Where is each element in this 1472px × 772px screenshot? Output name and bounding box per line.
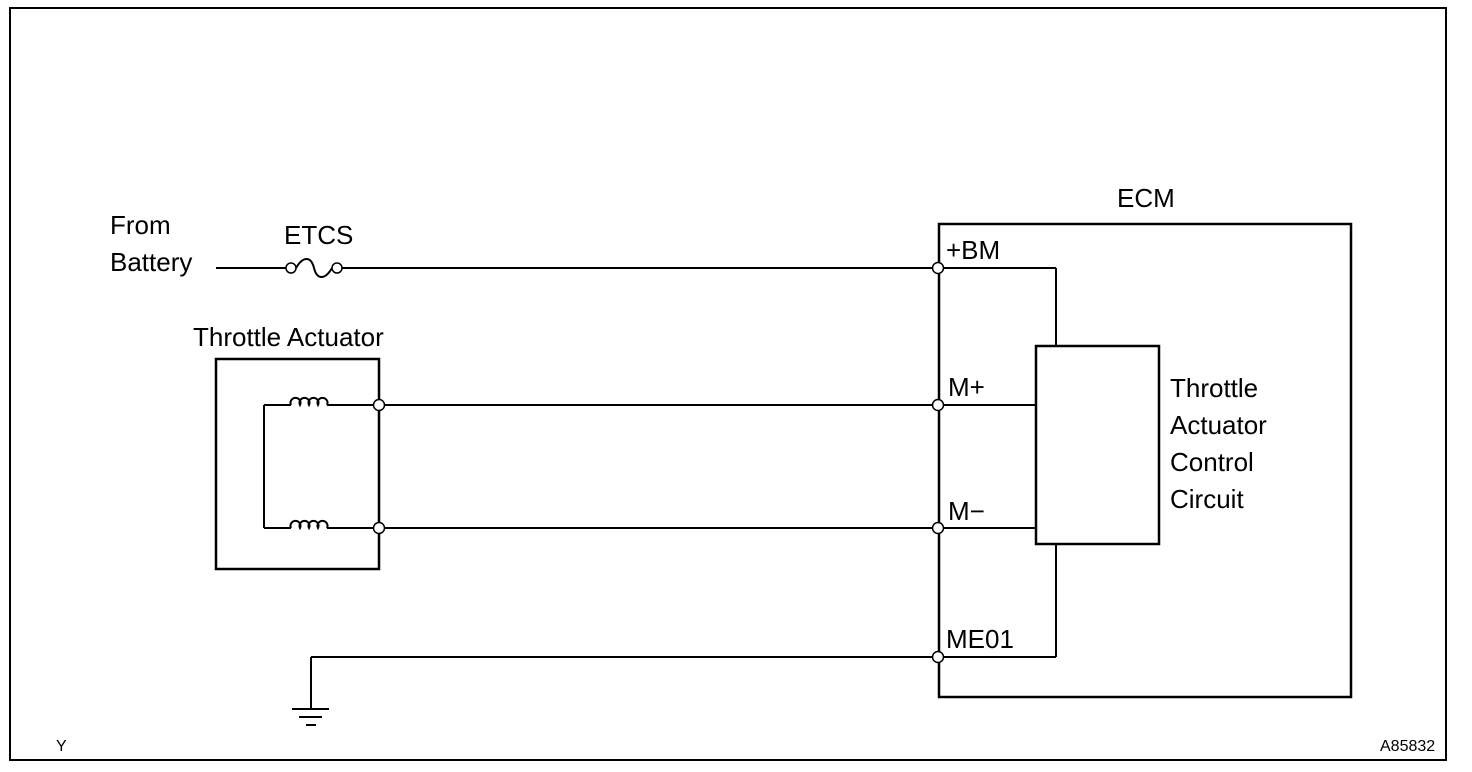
terminal-node-me01 xyxy=(931,650,945,664)
terminal-node-m-minus xyxy=(931,521,945,535)
fuse-label: ETCS xyxy=(284,220,353,250)
coil-icon-bottom xyxy=(289,519,329,531)
coil-icon-top xyxy=(289,396,329,408)
control-circuit-line3: Control xyxy=(1170,447,1254,477)
fuse-terminal-right xyxy=(331,262,343,274)
actuator-box xyxy=(214,357,381,571)
actuator-label: Throttle Actuator xyxy=(193,322,384,352)
terminal-label-m-minus: M− xyxy=(948,496,985,526)
ecm-label: ECM xyxy=(1117,183,1175,213)
source-label-line2: Battery xyxy=(110,247,192,277)
source-label-line1: From xyxy=(110,210,171,240)
terminal-node-bm xyxy=(931,261,945,275)
actuator-node-top xyxy=(372,398,386,412)
diagram-frame xyxy=(9,7,1447,761)
terminal-node-m-plus xyxy=(931,398,945,412)
control-circuit-line4: Circuit xyxy=(1170,484,1244,514)
terminal-label-bm: +BM xyxy=(946,235,1000,265)
footer-left-code: Y xyxy=(56,738,67,755)
control-circuit-line1: Throttle xyxy=(1170,373,1258,403)
terminal-label-m-plus: M+ xyxy=(948,372,985,402)
fuse-terminal-left xyxy=(285,262,297,274)
figure-id: A85832 xyxy=(1380,738,1435,755)
terminal-label-me01: ME01 xyxy=(946,624,1014,654)
actuator-node-bottom xyxy=(372,521,386,535)
control-circuit-box xyxy=(1034,344,1161,546)
ecm-box xyxy=(937,222,1353,699)
fuse-icon xyxy=(295,258,333,278)
control-circuit-line2: Actuator xyxy=(1170,410,1267,440)
